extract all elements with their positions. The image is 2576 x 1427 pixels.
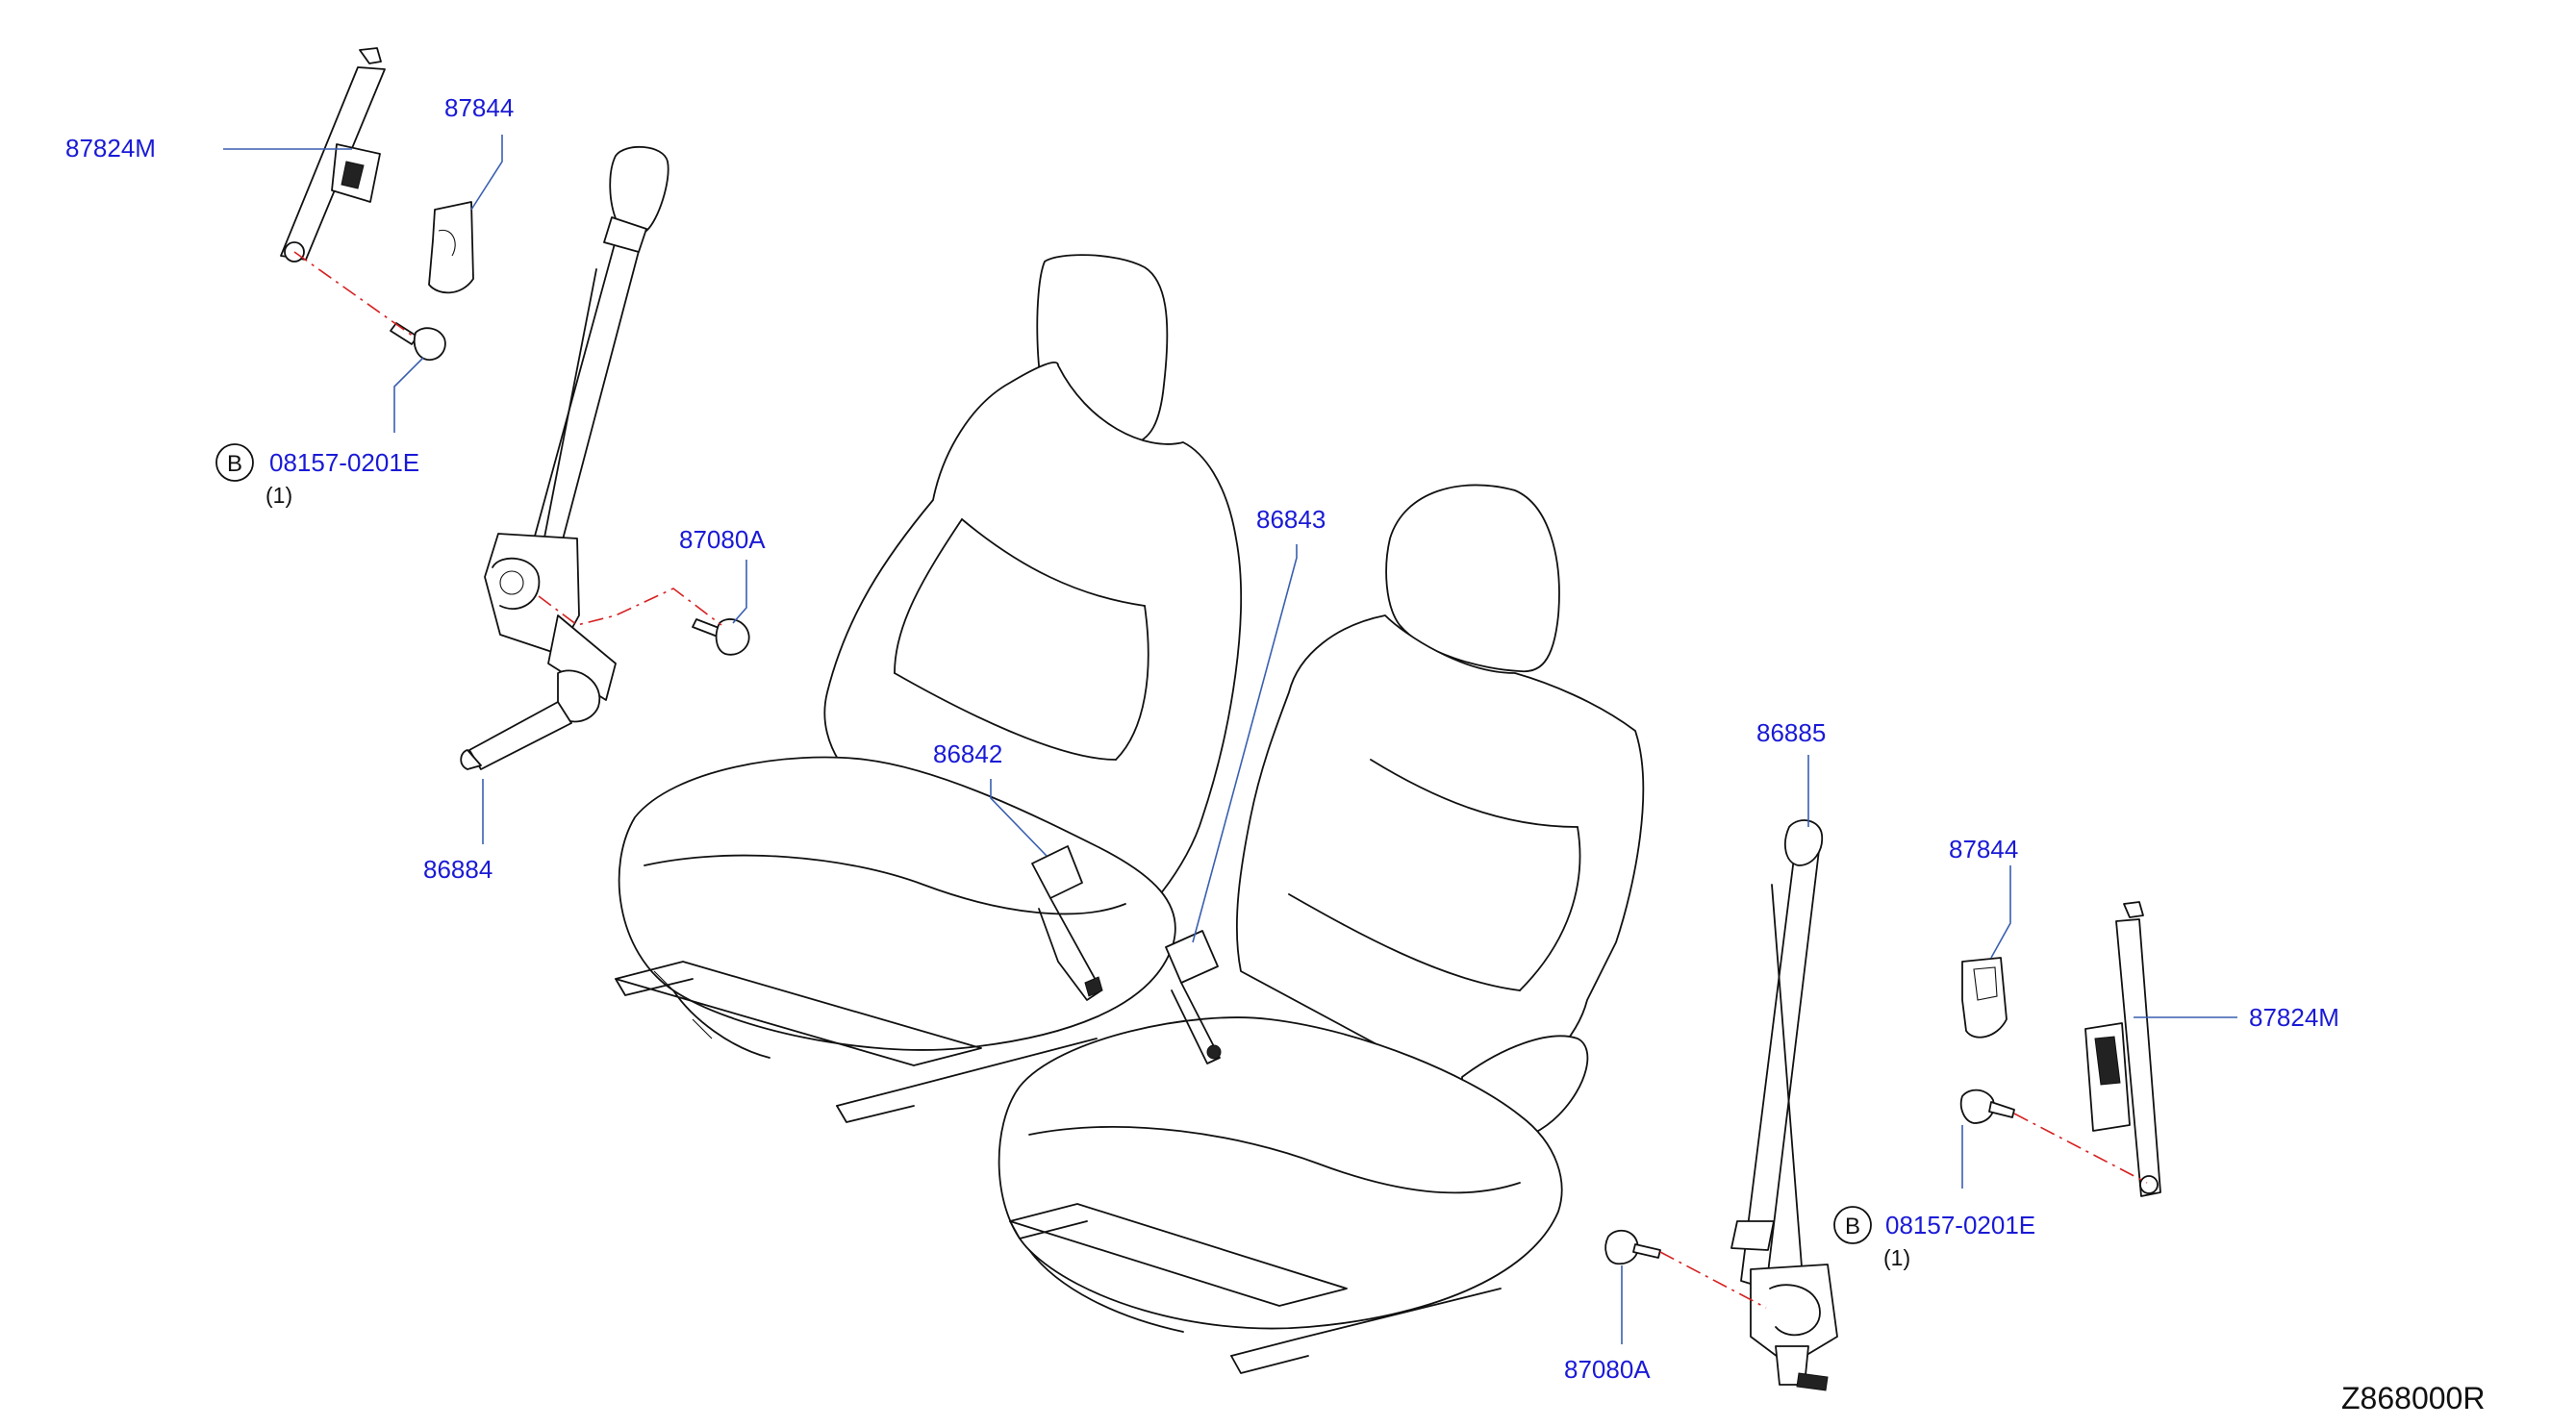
ref-b-circle-left [215, 443, 254, 482]
label-87844-right: 87844 [1949, 835, 2018, 864]
ref-b-letter-right: B [1845, 1214, 1860, 1239]
label-86885: 86885 [1756, 718, 1826, 747]
left-seat-illustration [615, 254, 1242, 1123]
label-08157-0201e-right: 08157-0201E [1885, 1211, 2035, 1239]
label-87080a-left: 87080A [679, 525, 766, 554]
label-86884: 86884 [423, 855, 492, 884]
label-87824m-right: 87824M [2249, 1003, 2339, 1032]
diagram-code: Z868000R [2341, 1381, 2485, 1415]
qty-note-left: (1) [265, 483, 292, 508]
ref-b-letter-left: B [227, 451, 242, 477]
label-86842: 86842 [933, 739, 1002, 768]
qty-note-right: (1) [1883, 1245, 1910, 1270]
label-87080a-right: 87080A [1564, 1355, 1651, 1384]
left-belt-assembly [280, 47, 750, 770]
label-87824m-left: 87824M [65, 134, 156, 163]
ref-b-circle-right [1833, 1206, 1872, 1244]
right-belt-assembly [1604, 819, 2161, 1391]
label-87844-left: 87844 [444, 93, 514, 122]
label-08157-0201e-left: 08157-0201E [269, 448, 419, 477]
right-seat-illustration [998, 484, 1645, 1374]
leader-lines [223, 135, 2237, 1344]
label-86843: 86843 [1256, 505, 1326, 534]
alignment-lines [293, 251, 2148, 1309]
